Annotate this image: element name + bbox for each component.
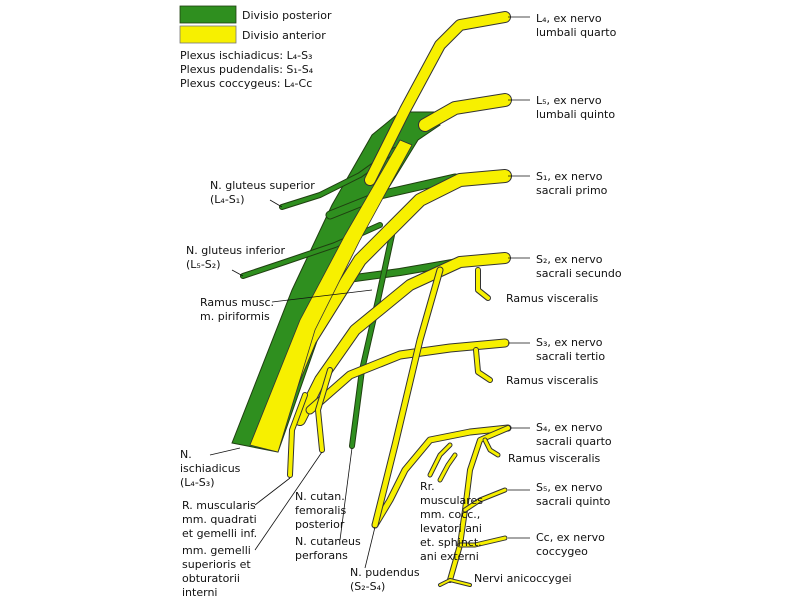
ischiadic-trunk-anterior [249,139,413,453]
s2-root [295,253,510,425]
label-rr-musculares-6: ani externi [420,550,479,563]
label-ischiadicus-1: N. [180,448,192,461]
ramus-visceralis-2: Ramus visceralis [506,374,599,387]
cc-root [458,536,507,547]
legend-swatch-posterior [179,5,237,24]
l4-root [365,12,510,185]
n-cutaneus-perforans [350,233,394,448]
rr-musculares-branch-2 [438,453,457,482]
legend-swatch-anterior [179,25,237,44]
root-s4-line2: sacrali quarto [536,435,612,448]
n-cutan-femoralis [316,368,332,452]
label-pudendus-2: (S₂-S₄) [350,580,385,593]
root-l4-line2: lumbali quarto [536,26,617,39]
root-s2-line1: S₂, ex nervo [536,253,603,266]
label-gluteus-inferior-1: N. gluteus inferior [186,244,285,257]
label-cutaneus-perforans-2: perforans [295,549,348,562]
label-gluteus-superior-1: N. gluteus superior [210,179,315,192]
label-nervi-anicoccygei: Nervi anicoccygei [474,572,572,585]
label-rr-musculares-3: mm. cocc., [420,508,480,521]
label-gemelli-3: obturatorii [182,572,240,585]
label-ramus-piriformis-2: m. piriformis [200,310,270,323]
root-s4-line1: S₄, ex nervo [536,421,603,434]
label-gluteus-superior-2: (L₄-S₁) [210,193,244,206]
legend-label-anterior: Divisio anterior [242,29,326,42]
legend: Divisio posterior Divisio anterior Plexu… [179,5,332,90]
n-pudendus [372,267,443,528]
legend-label-posterior: Divisio posterior [242,9,332,22]
label-gemelli-4: interni [182,586,217,599]
root-s2-line2: sacrali secundo [536,267,622,280]
nervi-anicoccygei-nerves [439,579,471,586]
r-muscularis-quadrati [288,393,307,477]
ramus-visceralis-1: Ramus visceralis [506,292,599,305]
label-r-muscularis-1: R. muscularis [182,499,256,512]
root-s3-line2: sacrali tertio [536,350,605,363]
label-r-muscularis-3: et gemelli inf. [182,527,257,540]
root-labels: L₄, ex nervo lumbali quarto L₅, ex nervo… [508,12,622,558]
root-s1-line2: sacrali primo [536,184,608,197]
label-gemelli-1: mm. gemelli [182,544,251,557]
s5-root [463,488,507,512]
ramus-visceralis-2-nerve [474,348,492,382]
label-ischiadicus-2: ischiadicus [180,462,241,475]
label-rr-musculares-5: et. sphinct. [420,536,482,549]
root-s5-line2: sacrali quinto [536,495,611,508]
label-r-muscularis-2: mm. quadrati [182,513,257,526]
legend-plexus-pudendalis: Plexus pudendalis: S₁-S₄ [180,63,314,76]
label-pudendus-1: N. pudendus [350,566,420,579]
root-cc-line1: Cc, ex nervo [536,531,605,544]
label-rr-musculares-2: musculares [420,494,483,507]
anterior-division-nerves [249,11,512,587]
rr-musculares-branch-1 [428,443,452,477]
legend-plexus-coccygeus: Plexus coccygeus: L₄-Cc [180,77,312,90]
label-gemelli-2: superioris et [182,558,251,571]
label-cutan-femoralis-3: posterior [295,518,345,531]
left-labels: N. gluteus superior (L₄-S₁) N. gluteus i… [180,179,572,599]
root-l5-line2: lumbali quinto [536,108,615,121]
label-cutan-femoralis-1: N. cutan. [295,490,345,503]
label-ischiadicus-3: (L₄-S₃) [180,476,214,489]
root-s5-line1: S₅, ex nervo [536,481,603,494]
label-rr-musculares-1: Rr. [420,480,435,493]
ramus-visceralis-3-nerve [483,438,500,457]
label-cutan-femoralis-2: femoralis [295,504,346,517]
s3-root [306,339,509,414]
label-rr-musculares-4: levatori ani [420,522,482,535]
visceral-labels: Ramus visceralis Ramus visceralis Ramus … [506,292,601,465]
label-gluteus-inferior-2: (L₅-S₂) [186,258,220,271]
l5-root [419,94,511,131]
legend-plexus-ischiadicus: Plexus ischiadicus: L₄-S₃ [180,49,312,62]
root-l4-line1: L₄, ex nervo [536,12,602,25]
root-l5-line1: L₅, ex nervo [536,94,602,107]
ramus-visceralis-3: Ramus visceralis [508,452,601,465]
s4-root [372,425,511,528]
root-s1-line1: S₁, ex nervo [536,170,603,183]
root-s3-line1: S₃, ex nervo [536,336,603,349]
root-cc-line2: coccygeo [536,545,588,558]
ramus-visceralis-1-nerve [476,268,490,300]
label-cutaneus-perforans-1: N. cutaneus [295,535,361,548]
label-ramus-piriformis-1: Ramus musc. [200,296,274,309]
